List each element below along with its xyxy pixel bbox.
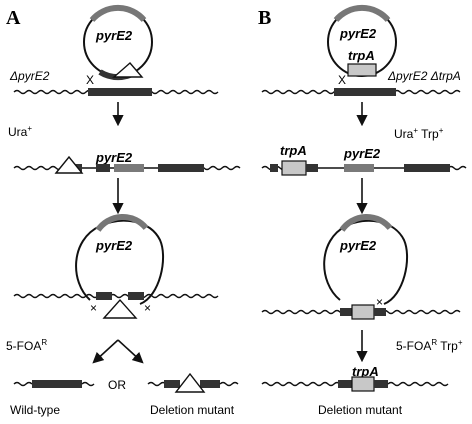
panel-b-step3-plasmid: pyrE2 xyxy=(323,213,409,305)
arrow-a3-right xyxy=(117,339,144,364)
or-label: OR xyxy=(108,378,126,392)
deletion-triangle-icon xyxy=(102,298,138,319)
trpa-box xyxy=(281,160,307,176)
svg-text:pyrE2: pyrE2 xyxy=(95,238,133,253)
wildtype-label: Wild-type xyxy=(10,403,60,417)
phenotype-label-b: Ura+ Trp+ xyxy=(394,126,444,141)
phenotype-label-a: Ura+ xyxy=(8,124,32,139)
svg-text:pyrE2: pyrE2 xyxy=(339,26,377,41)
selection-label-a: 5-FOAR xyxy=(6,338,47,353)
trpa-insert-box xyxy=(347,63,377,77)
panel-b-letter: B xyxy=(258,7,271,29)
integrated-gene-label-a: pyrE2 xyxy=(95,150,133,165)
arrow-a3-left xyxy=(92,339,119,364)
deletion-mutant-label-a: Deletion mutant xyxy=(150,403,235,417)
deletion-triangle-icon xyxy=(112,62,144,78)
svg-text:trpA: trpA xyxy=(352,364,379,379)
selection-label-b: 5-FOAR Trp+ xyxy=(396,338,463,353)
chromosome-a2 xyxy=(13,165,63,171)
wildtype-locus xyxy=(32,380,82,388)
chromosome-a3 xyxy=(13,293,219,299)
svg-text:×: × xyxy=(90,301,97,315)
svg-text:trpA: trpA xyxy=(280,143,307,158)
deletion-triangle-icon xyxy=(54,155,84,174)
strain-label-b: ΔpyrE2 ΔtrpA xyxy=(387,69,461,83)
deletion-triangle-icon xyxy=(174,372,206,393)
pyre2-gene-box xyxy=(114,164,144,172)
flank-region xyxy=(88,88,152,96)
plasmid-gene-label: pyrE2 xyxy=(95,28,133,43)
panel-a-step1-plasmid: pyrE2 xyxy=(83,4,153,81)
svg-text:X: X xyxy=(338,73,346,87)
svg-text:pyrE2: pyrE2 xyxy=(339,238,377,253)
svg-text:trpA: trpA xyxy=(348,48,375,63)
panel-a-step3-plasmid: pyrE2 xyxy=(75,213,165,305)
crossover-mark: X xyxy=(86,73,94,87)
deletion-mutant-label-b: Deletion mutant xyxy=(318,403,403,417)
strain-label-a: ΔpyrE2 xyxy=(9,69,50,83)
panel-a-letter: A xyxy=(6,7,21,29)
panel-b-step1-plasmid: pyrE2 trpA xyxy=(327,4,397,77)
svg-text:pyrE2: pyrE2 xyxy=(343,146,381,161)
svg-text:×: × xyxy=(144,301,151,315)
svg-text:×: × xyxy=(376,295,383,309)
